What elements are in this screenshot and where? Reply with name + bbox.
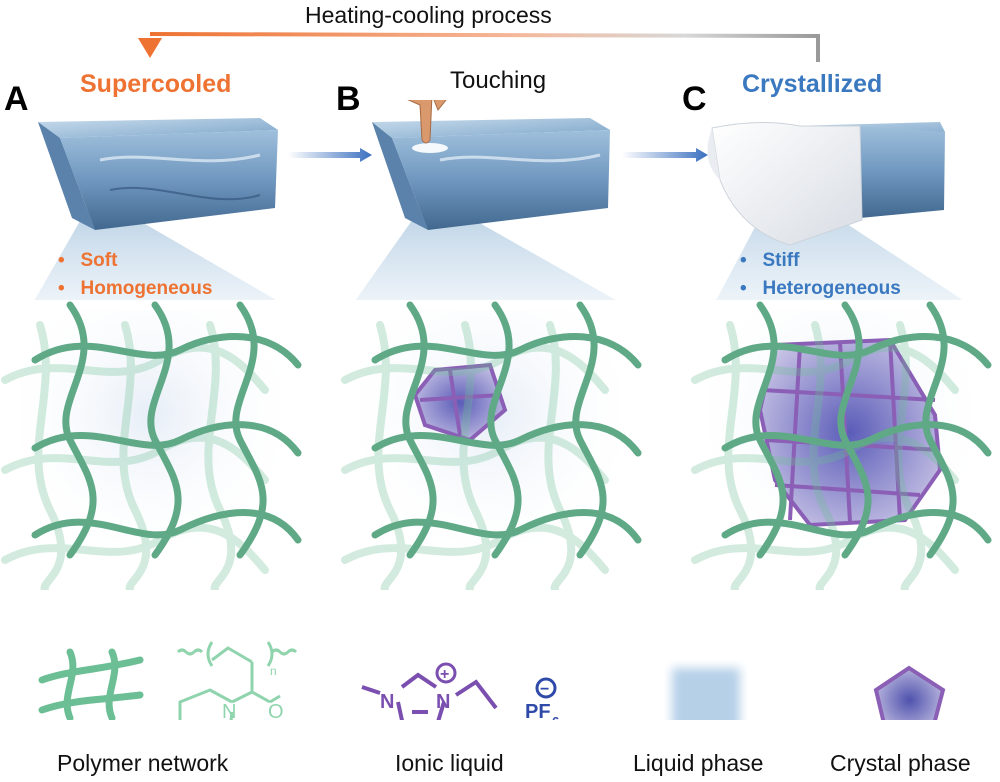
panel-letter-a: A [4,80,29,118]
touching-hand-icon [407,100,447,144]
state-label-crystallized: Crystallized [742,70,883,98]
bullet-icon: • [58,278,81,299]
property-stiff: • Stiff [740,250,800,271]
network-c [695,305,988,590]
network-illustrations [0,300,1000,590]
polymer-chem-structure [176,641,298,720]
imidazolium-structure [361,672,498,720]
action-label-touching: Touching [450,67,547,94]
legend-icons: n N O O N N + − PF 6 [38,641,946,720]
legend-label-polymer-network: Polymer network [57,750,229,776]
legend-label-crystal-phase: Crystal phase [830,750,971,776]
bullet-icon: • [740,250,763,271]
property-homogeneous: • Homogeneous [58,278,213,299]
state-label-supercooled: Supercooled [80,70,232,98]
chem-anion: PF [525,701,551,720]
chem-plus: + [440,666,449,683]
liquid-phase-icon [672,668,740,720]
network-a [5,305,298,590]
ice-block-a [38,118,278,230]
process-arrow [138,32,820,62]
chem-nitrogen: N [222,701,236,720]
network-b [345,305,638,590]
legend-label-ionic-liquid: Ionic liquid [395,750,504,776]
chem-minus: − [540,681,549,698]
minus-charge-icon [535,677,557,699]
crystallized-block-c [707,121,945,246]
polymer-network-icon [38,648,144,720]
bullet-icon: • [58,250,81,271]
block-illustrations [34,100,963,300]
arrow-a-to-b [288,148,372,162]
bullet-icon: • [740,278,763,299]
legend-label-liquid-phase: Liquid phase [633,750,764,776]
process-label: Heating-cooling process [305,2,552,28]
chem-oxygen-carbonyl: O [268,701,284,720]
plus-charge-icon [435,662,457,684]
chem-anion-subscript: 6 [552,714,559,720]
arrow-b-to-c [622,148,708,162]
panel-letter-b: B [336,80,361,118]
property-heterogeneous: • Heterogeneous [740,278,901,299]
property-soft: • Soft [58,250,118,271]
chem-n2: N [436,691,450,713]
chem-n1: N [380,691,394,713]
crystal-phase-icon [873,665,946,720]
panel-letter-c: C [682,80,707,118]
chem-n-subscript: n [270,664,277,678]
ice-block-b [372,118,610,230]
